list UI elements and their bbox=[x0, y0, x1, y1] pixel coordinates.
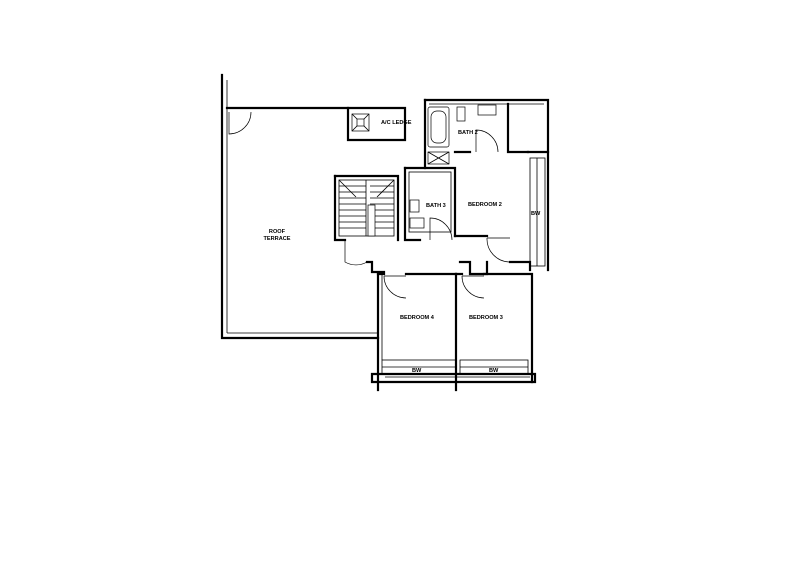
stair-door-swing bbox=[344, 240, 368, 266]
roof-terrace-label: ROOF bbox=[269, 229, 286, 235]
upper-block bbox=[403, 98, 550, 272]
bath-2-label: BATH 2 bbox=[458, 130, 478, 136]
bedroom-2-label: BEDROOM 2 bbox=[468, 202, 502, 208]
toilet bbox=[456, 106, 466, 122]
vanity bbox=[477, 104, 497, 116]
staircase bbox=[333, 174, 400, 242]
bw-right-label: BW bbox=[531, 211, 541, 217]
ac-ledge-label: A/C LEDGE bbox=[381, 120, 412, 126]
bw-bedroom-3-label: BW bbox=[489, 368, 499, 374]
bath-3-label: BATH 3 bbox=[426, 203, 446, 209]
bedroom-4 bbox=[376, 272, 458, 392]
ac-ledge bbox=[346, 106, 407, 142]
roof-terrace-label-2: TERRACE bbox=[263, 236, 290, 242]
toilet bbox=[409, 199, 420, 213]
bedroom-4-label: BEDROOM 4 bbox=[400, 315, 435, 321]
bath-3 bbox=[403, 166, 453, 242]
bedroom-3 bbox=[454, 272, 534, 384]
bedroom2-walls bbox=[453, 234, 532, 272]
bw-bedroom-4-label: BW bbox=[412, 368, 422, 374]
bedroom-3-label: BEDROOM 3 bbox=[469, 315, 503, 321]
terrace-door-swing bbox=[228, 111, 252, 135]
bottom-wall bbox=[370, 372, 537, 384]
roof-terrace bbox=[220, 73, 407, 340]
